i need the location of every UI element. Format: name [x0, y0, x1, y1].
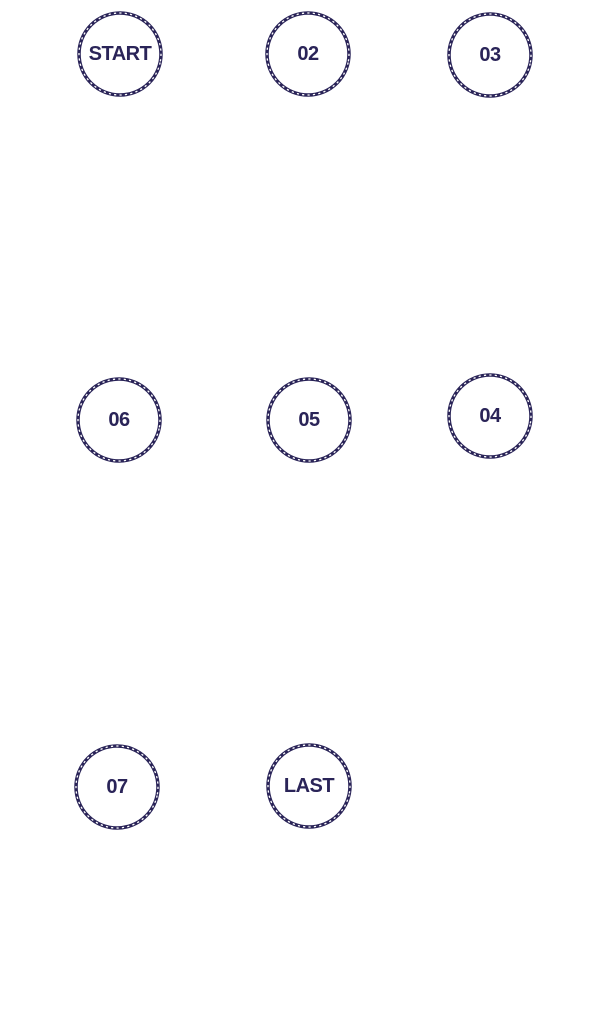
step-label-06: 06: [108, 408, 130, 431]
step-label-05: 05: [298, 408, 320, 431]
step-node-02: 02: [264, 10, 352, 98]
rope-ring-icon: [447, 373, 533, 459]
rope-ring-icon: [77, 11, 163, 97]
step-label-07: 07: [106, 775, 128, 798]
step-label-04: 04: [479, 404, 501, 427]
step-node-03: 03: [446, 11, 534, 99]
step-label-02: 02: [297, 42, 319, 65]
step-node-last: LAST: [265, 742, 353, 830]
rope-ring-icon: [265, 11, 351, 97]
step-node-06: 06: [75, 376, 163, 464]
step-node-start: START: [76, 10, 164, 98]
step-node-07: 07: [73, 743, 161, 831]
step-label-last: LAST: [283, 774, 335, 797]
rope-ring-icon: [74, 744, 160, 830]
step-node-04: 04: [446, 372, 534, 460]
step-label-03: 03: [479, 43, 501, 66]
rope-ring-icon: [266, 377, 352, 463]
step-label-start: START: [88, 42, 152, 65]
step-node-05: 05: [265, 376, 353, 464]
rope-ring-icon: [447, 12, 533, 98]
rope-ring-icon: [266, 743, 352, 829]
rope-ring-icon: [76, 377, 162, 463]
